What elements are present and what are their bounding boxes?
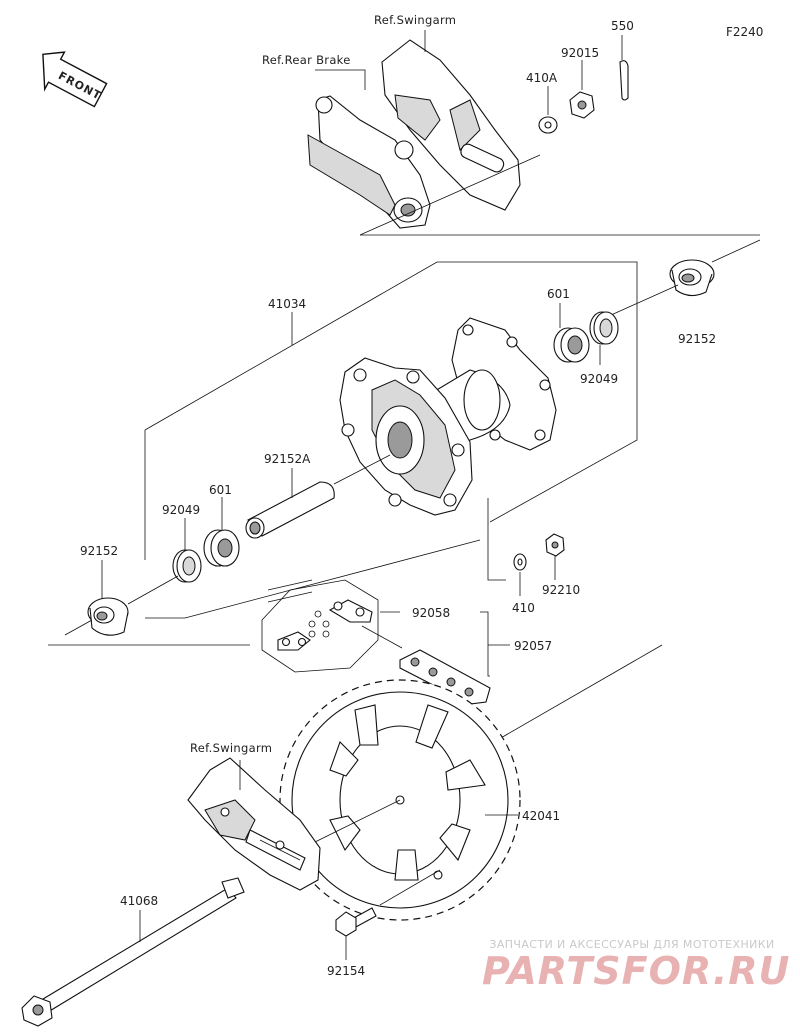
ref-swingarm-top-label: Ref.Swingarm: [374, 13, 456, 27]
part-label-92152-right: 92152: [678, 332, 716, 346]
part-label-601-left: 601: [209, 483, 232, 497]
part-label-92049-right: 92049: [580, 372, 618, 386]
chain-joint-92058: [261, 579, 379, 673]
part-label-92152-left: 92152: [80, 544, 118, 558]
rear-hub-41034: [339, 317, 557, 516]
bearing-601-left: [203, 497, 240, 567]
ref-rear-brake-label: Ref.Rear Brake: [262, 53, 351, 67]
part-label-410: 410: [512, 601, 535, 615]
collar-92152-left: [87, 560, 129, 636]
ref-swingarm-bottom-label: Ref.Swingarm: [190, 741, 272, 755]
washer-410A: [538, 86, 558, 134]
bolt-92154: [335, 907, 377, 960]
part-label-92057: 92057: [514, 639, 552, 653]
watermark-logo: PARTSFOR.RU: [482, 949, 791, 993]
part-label-92152A: 92152A: [264, 452, 311, 466]
watermark: ЗАПЧАСТИ И АКСЕССУАРЫ ДЛЯ МОТОТЕХНИКИ PA…: [482, 938, 791, 993]
part-label-41034: 41034: [268, 297, 306, 311]
part-label-92049-left: 92049: [162, 503, 200, 517]
washer-410: [513, 553, 527, 596]
front-arrow-icon: FRONT: [42, 51, 108, 108]
swingarm-bottom: [187, 757, 321, 891]
part-label-601-right: 601: [547, 287, 570, 301]
bearing-601-right: [553, 303, 590, 363]
swingarm-top: [381, 39, 521, 211]
part-label-410A: 410A: [526, 71, 558, 85]
oil-seal-92049-left: [172, 518, 202, 583]
part-label-42041: 42041: [522, 809, 560, 823]
diagram-code: F2240: [726, 25, 763, 39]
collar-92152-right: [669, 259, 715, 297]
drive-chain-92057: [399, 649, 491, 705]
part-label-92210: 92210: [542, 583, 580, 597]
part-label-550: 550: [611, 19, 634, 33]
cotter-pin-550: [619, 35, 629, 101]
castle-nut-92015: [569, 60, 595, 119]
part-label-92015: 92015: [561, 46, 599, 60]
part-label-92154: 92154: [327, 964, 365, 978]
nut-92210: [545, 533, 565, 580]
axle-41068: [21, 877, 245, 1027]
spacer-92152A: [245, 468, 335, 539]
rear-brake-bracket: [307, 95, 431, 229]
part-label-41068: 41068: [120, 894, 158, 908]
part-label-92058: 92058: [412, 606, 450, 620]
oil-seal-92049-right: [589, 311, 619, 365]
watermark-tagline: ЗАПЧАСТИ И АКСЕССУАРЫ ДЛЯ МОТОТЕХНИКИ: [489, 938, 775, 951]
